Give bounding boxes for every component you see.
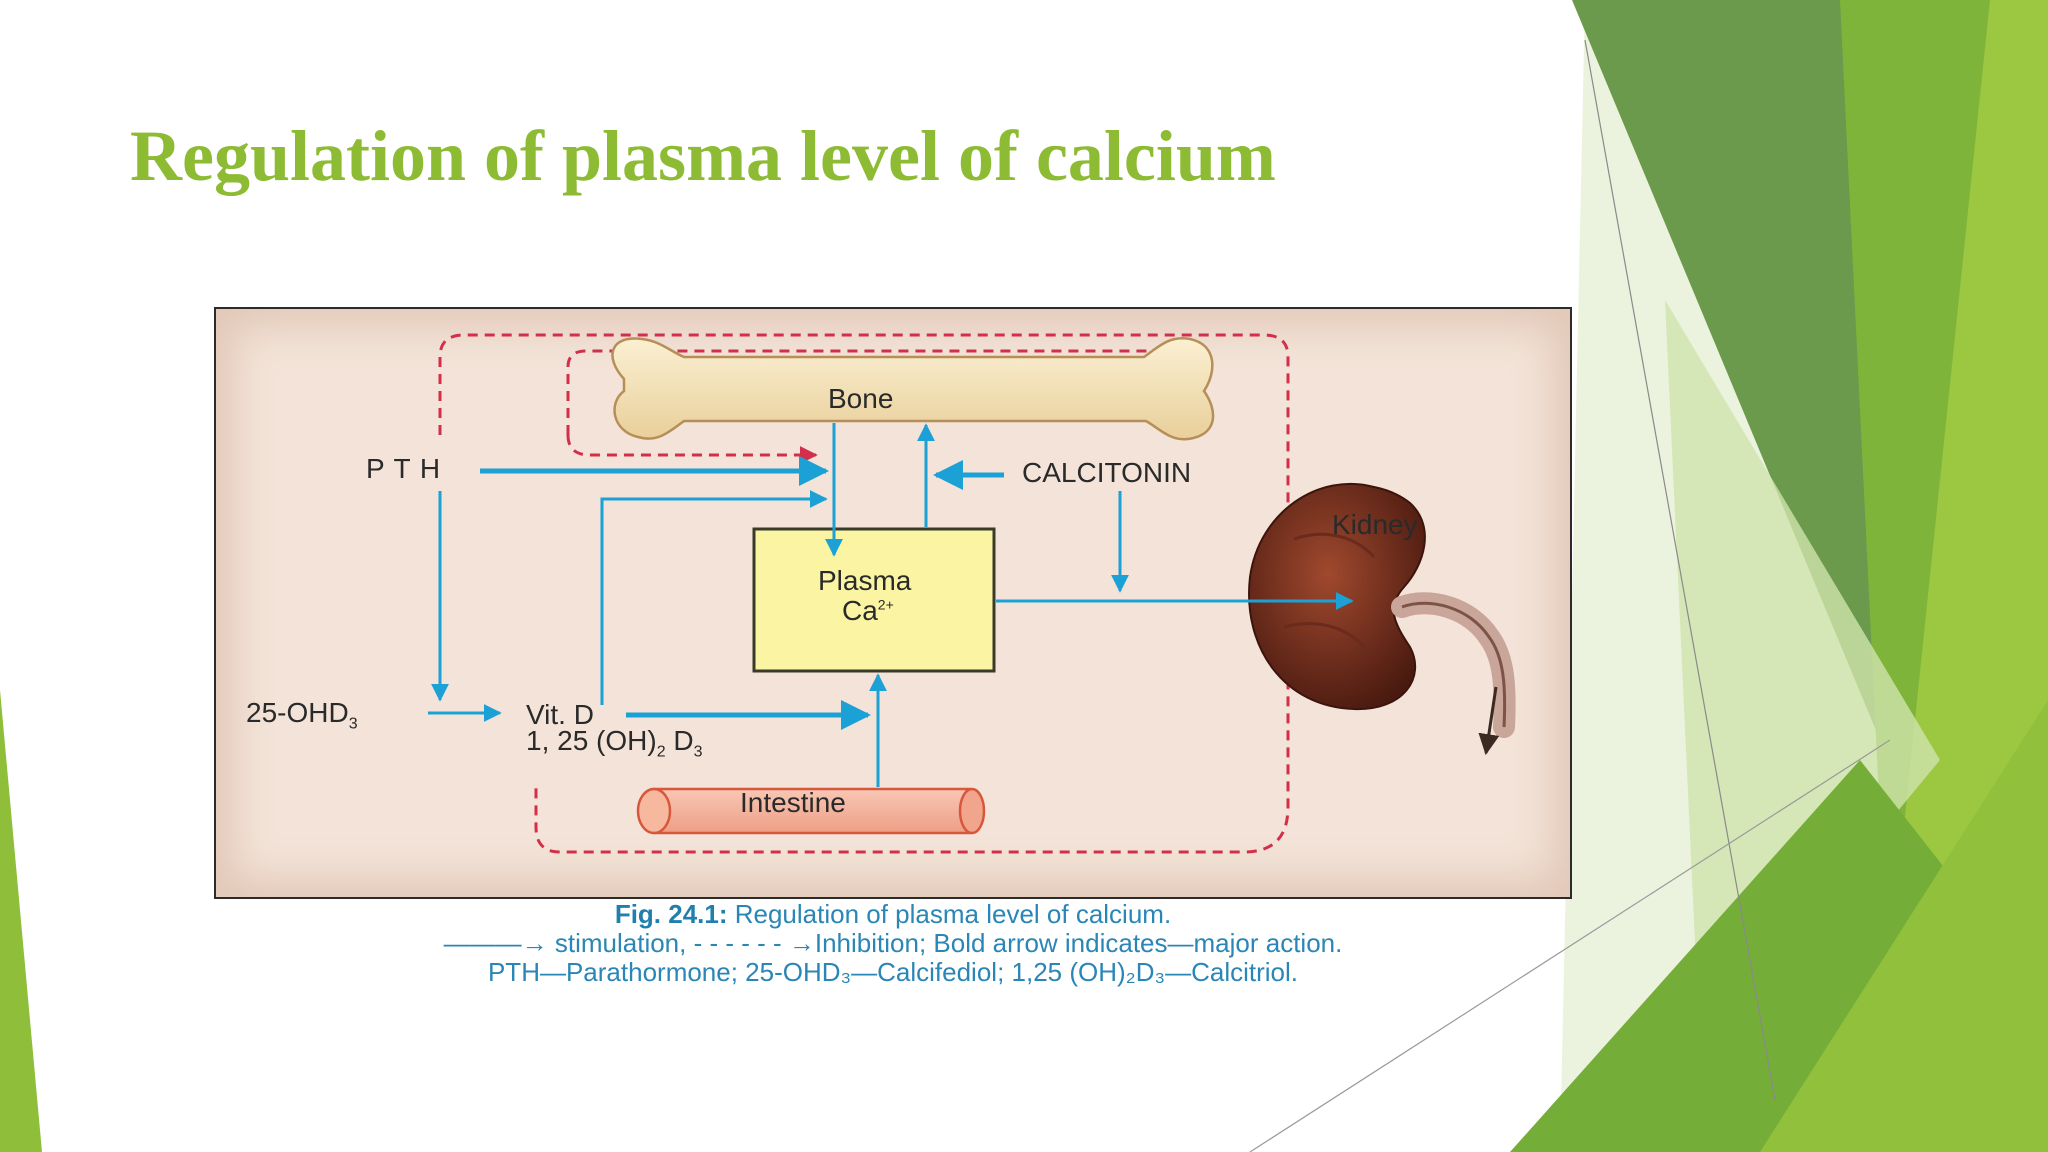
calcitriol-text-a: 1, 25 (OH) xyxy=(526,725,657,756)
right-shape-pale xyxy=(1665,300,1940,1050)
calcitonin-label: CALCITONIN xyxy=(1022,457,1192,488)
inhibition-loop-outer xyxy=(438,333,1290,854)
deco-thin-line-1 xyxy=(1584,39,1776,1101)
intestine-right-end xyxy=(958,787,986,835)
ureter-arrow xyxy=(1478,686,1500,756)
figure-caption: Fig. 24.1: Regulation of plasma level of… xyxy=(214,900,1572,987)
arrow-vitd-to-plasma-top xyxy=(600,490,828,705)
ohd3-sub: 3 xyxy=(348,715,358,733)
kidney-label: Kidney xyxy=(1332,509,1418,540)
right-shape-lower-bright xyxy=(1760,700,2048,1152)
ca-text: Ca xyxy=(842,595,878,626)
caption-line-2: ———→ stimulation, - - - - - - →Inhibitio… xyxy=(443,928,1343,958)
bone-shape xyxy=(611,336,1215,441)
ohd3-text: 25-OHD xyxy=(246,697,349,728)
caption-line-3: PTH—Parathormone; 25-OHD₃—Calcifediol; 1… xyxy=(487,957,1299,987)
calcium-regulation-figure: Bone P T H CALCITONIN Kidney Plasma Ca2+… xyxy=(214,307,1572,899)
vitd-label: Vit. D xyxy=(526,699,594,730)
pth-label: P T H xyxy=(366,453,442,484)
calcitriol-sub-1: 2 xyxy=(656,743,666,761)
ohd3-label: 25-OHD3 xyxy=(246,697,358,734)
inhibition-loop-inner xyxy=(566,349,1194,435)
plasma-label: Plasma xyxy=(818,565,912,596)
deco-thin-line-2 xyxy=(1249,739,1891,1152)
calcitriol-label: 1, 25 (OH)2 D3 xyxy=(526,725,703,762)
calcitriol-sub-2: 3 xyxy=(693,743,703,761)
inhibition-arrow-to-bone xyxy=(566,434,818,464)
slide-title: Regulation of plasma level of calcium xyxy=(130,116,1276,196)
left-green-wedge xyxy=(0,690,42,1152)
intestine-label: Intestine xyxy=(740,787,846,818)
diagram-graphics xyxy=(428,333,1516,854)
intestine-left-end xyxy=(636,787,672,835)
caption-fig-title: Regulation of plasma level of calcium. xyxy=(727,899,1172,929)
calcitriol-text-b: D xyxy=(665,725,694,756)
ca-charge: 2+ xyxy=(877,596,894,613)
plasma-ca-box xyxy=(752,527,996,673)
bone-label: Bone xyxy=(828,383,894,414)
ca-label: Ca2+ xyxy=(842,595,894,627)
caption-line-1: Fig. 24.1: Regulation of plasma level of… xyxy=(214,900,1572,929)
caption-fig-label: Fig. 24.1: xyxy=(614,899,728,929)
